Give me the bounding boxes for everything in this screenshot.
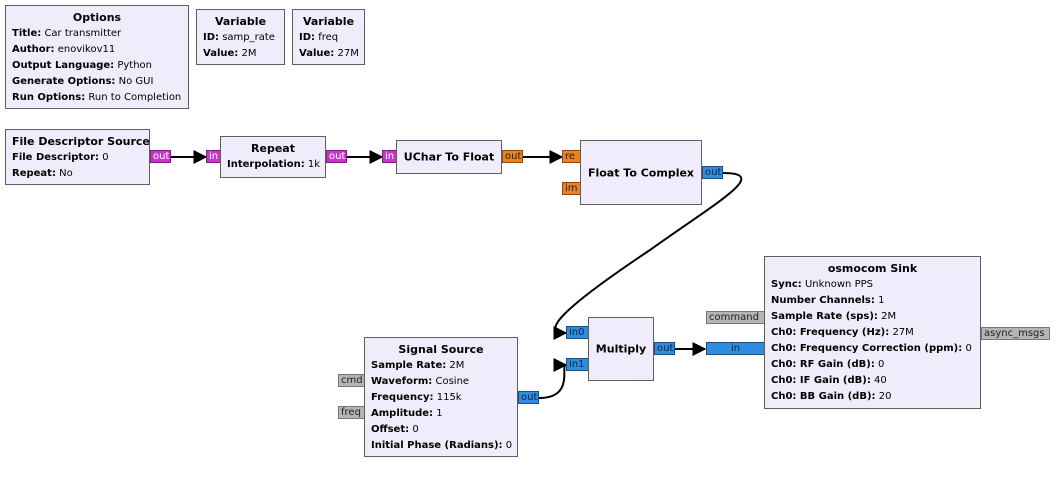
osmocom-sink-title: osmocom Sink xyxy=(827,262,918,275)
float-to-complex-title: Float To Complex xyxy=(587,166,695,179)
float-to-complex-re-port[interactable]: re xyxy=(562,150,581,163)
multiply-out-port[interactable]: out xyxy=(654,342,675,355)
repeat-block[interactable]: Repeat Interpolation: 1k xyxy=(220,136,326,178)
variable-freq-value: Value: 27M xyxy=(299,48,359,59)
signal-source-freq-port[interactable]: freq xyxy=(338,406,365,419)
variable-freq-title: Variable xyxy=(302,15,355,28)
signal-source-row-sample-rate: Sample Rate: 2M xyxy=(371,360,465,371)
variable-freq-id: ID: freq xyxy=(299,32,339,43)
file-descriptor-source-block[interactable]: File Descriptor Source File Descriptor: … xyxy=(5,129,150,185)
signal-source-row-waveform: Waveform: Cosine xyxy=(371,376,470,387)
variable-samp-rate-block[interactable]: Variable ID: samp_rate Value: 2M xyxy=(196,9,285,65)
signal-source-cmd-port[interactable]: cmd xyxy=(338,374,365,387)
osmocom-sink-command-port[interactable]: command xyxy=(706,311,765,324)
options-block[interactable]: Options Title: Car transmitter Author: e… xyxy=(5,5,189,109)
signal-source-title: Signal Source xyxy=(398,343,484,356)
uchar-to-float-block[interactable]: UChar To Float xyxy=(396,140,502,174)
osmocom-sink-row-sync: Sync: Unknown PPS xyxy=(771,279,873,290)
osmocom-sink-row-number-channels: Number Channels: 1 xyxy=(771,295,885,306)
variable-samp-rate-value: Value: 2M xyxy=(203,48,257,59)
osmocom-sink-row-rf-gain: Ch0: RF Gain (dB): 0 xyxy=(771,359,885,370)
multiply-title: Multiply xyxy=(595,342,647,356)
wire-f2c-to-multiply xyxy=(553,172,743,340)
fds-row-repeat: Repeat: No xyxy=(12,168,73,179)
options-row-output-language: Output Language: Python xyxy=(12,60,153,71)
multiply-in0-port[interactable]: in0 xyxy=(566,326,589,339)
osmocom-sink-block[interactable]: osmocom Sink Sync: Unknown PPS Number Ch… xyxy=(764,256,981,409)
uchar-to-float-title: UChar To Float xyxy=(403,150,495,164)
options-row-run-options: Run Options: Run to Completion xyxy=(12,92,182,103)
float-to-complex-out-port[interactable]: out xyxy=(702,166,723,179)
osmocom-sink-row-frequency: Ch0: Frequency (Hz): 27M xyxy=(771,327,914,338)
file-descriptor-source-title: File Descriptor Source xyxy=(12,135,150,148)
uchar-to-float-in-port[interactable]: in xyxy=(382,150,397,163)
repeat-in-port[interactable]: in xyxy=(206,150,221,163)
uchar-to-float-out-port[interactable]: out xyxy=(502,150,523,163)
osmocom-sink-row-bb-gain: Ch0: BB Gain (dB): 20 xyxy=(771,391,892,402)
repeat-out-port[interactable]: out xyxy=(326,150,347,163)
signal-source-block[interactable]: Signal Source Sample Rate: 2M Waveform: … xyxy=(364,337,518,457)
osmocom-sink-async-msgs-port[interactable]: async_msgs xyxy=(981,327,1050,340)
fds-out-port[interactable]: out xyxy=(150,150,171,163)
osmocom-sink-in-port[interactable]: in xyxy=(706,342,765,355)
wire-signal-to-multiply xyxy=(538,358,568,399)
osmocom-sink-row-if-gain: Ch0: IF Gain (dB): 40 xyxy=(771,375,887,386)
signal-source-row-offset: Offset: 0 xyxy=(371,424,419,435)
signal-source-row-frequency: Frequency: 115k xyxy=(371,392,462,403)
fds-row-file-descriptor: File Descriptor: 0 xyxy=(12,152,109,163)
variable-samp-rate-id: ID: samp_rate xyxy=(203,32,275,43)
options-title: Options xyxy=(72,11,122,24)
variable-freq-block[interactable]: Variable ID: freq Value: 27M xyxy=(292,9,365,65)
multiply-block[interactable]: Multiply xyxy=(588,317,654,381)
options-row-generate-options: Generate Options: No GUI xyxy=(12,76,154,87)
options-row-title: Title: Car transmitter xyxy=(12,28,122,39)
multiply-in1-port[interactable]: in1 xyxy=(566,358,589,371)
signal-source-out-port[interactable]: out xyxy=(518,391,539,404)
repeat-title: Repeat xyxy=(251,142,295,155)
repeat-row-interpolation: Interpolation: 1k xyxy=(227,159,321,170)
options-row-author: Author: enovikov11 xyxy=(12,44,116,55)
variable-samp-rate-title: Variable xyxy=(214,15,267,28)
osmocom-sink-row-sample-rate: Sample Rate (sps): 2M xyxy=(771,311,897,322)
float-to-complex-block[interactable]: Float To Complex xyxy=(580,140,702,205)
signal-source-row-amplitude: Amplitude: 1 xyxy=(371,408,443,419)
osmocom-sink-row-frequency-correction: Ch0: Frequency Correction (ppm): 0 xyxy=(771,343,972,354)
signal-source-row-initial-phase: Initial Phase (Radians): 0 xyxy=(371,440,513,451)
float-to-complex-im-port[interactable]: im xyxy=(562,182,581,195)
